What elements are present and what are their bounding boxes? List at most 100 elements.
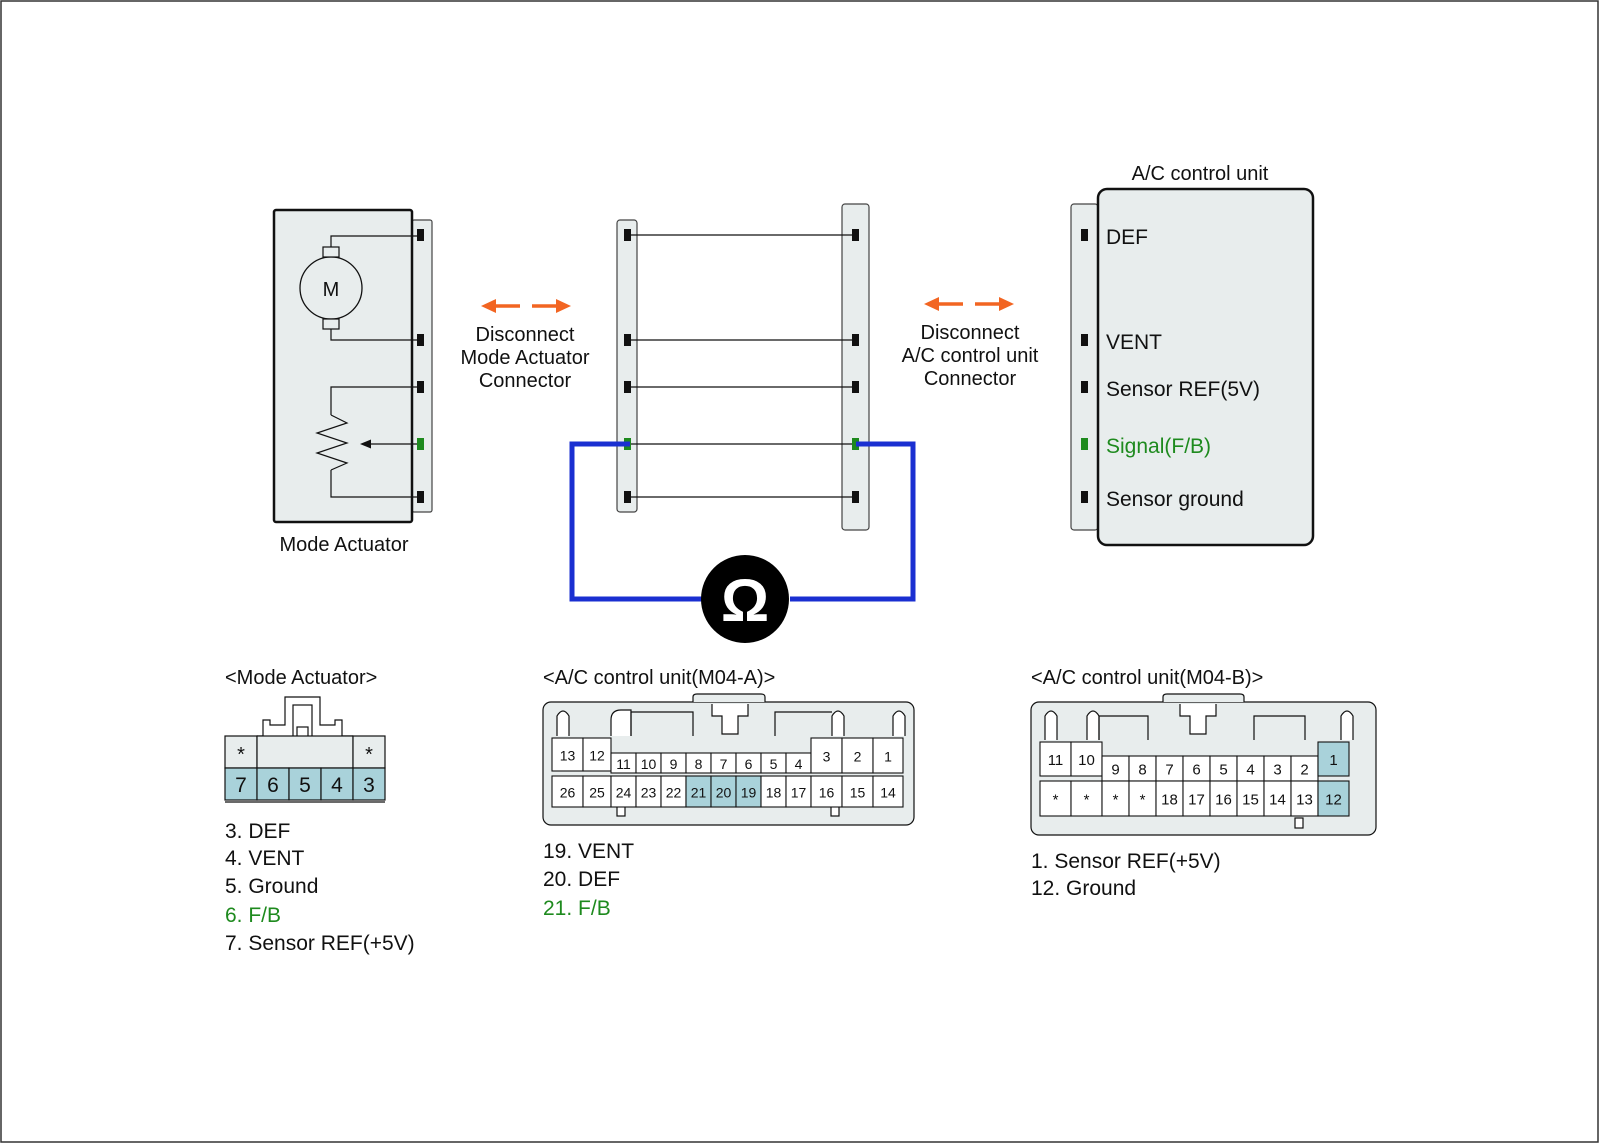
pin-cell bbox=[1182, 755, 1211, 782]
pin-cell bbox=[1236, 755, 1265, 782]
ma-legend-item: 3. DEF bbox=[225, 820, 290, 843]
pin-label: 19 bbox=[741, 785, 757, 801]
pin-cell bbox=[635, 775, 662, 808]
pin-label: 11 bbox=[616, 756, 631, 772]
ma-pin: 4 bbox=[331, 774, 343, 797]
pin-cell bbox=[872, 775, 904, 808]
mode-actuator-label: Mode Actuator bbox=[280, 534, 409, 556]
pin-cell bbox=[1155, 755, 1184, 782]
pin-label: 4 bbox=[795, 756, 803, 772]
ma-legend-item: 4. VENT bbox=[225, 847, 305, 870]
pin-cell bbox=[582, 775, 612, 808]
ac-pin-def: DEF bbox=[1106, 226, 1148, 249]
pin-label: 7 bbox=[720, 756, 728, 772]
ma-top-star-left: * bbox=[237, 744, 245, 766]
ac-pin-sensor-ref: Sensor REF(5V) bbox=[1106, 378, 1260, 401]
m04a-legend-item: 20. DEF bbox=[543, 868, 620, 891]
pin-label: 4 bbox=[1246, 762, 1254, 779]
pin-cell bbox=[1317, 780, 1350, 817]
m04b-title: <A/C control unit(M04-B)> bbox=[1031, 667, 1263, 689]
ohmmeter-icon bbox=[701, 555, 789, 643]
mode-actuator-connector-title: <Mode Actuator> bbox=[225, 667, 377, 689]
m04a-legend-item: 19. VENT bbox=[543, 840, 634, 863]
mode-actuator-connector: <Mode Actuator> * * 7 6 5 4 3 3. DEF 4. … bbox=[224, 667, 415, 955]
pin-cell bbox=[841, 775, 874, 808]
pin-cell bbox=[1128, 755, 1157, 782]
pin-cell bbox=[1209, 780, 1238, 817]
pin-label: 8 bbox=[695, 756, 703, 772]
meter-lead-right bbox=[790, 441, 916, 602]
pin-label: * bbox=[1084, 792, 1090, 809]
pin-cell bbox=[1290, 755, 1319, 782]
pin-label: 13 bbox=[560, 748, 576, 764]
pin-cell bbox=[710, 775, 737, 808]
pin-cell bbox=[660, 775, 687, 808]
disconnect-left-line2: Mode Actuator bbox=[461, 347, 590, 369]
fb-pin bbox=[417, 438, 424, 450]
ac-pin-sensor-ground: Sensor ground bbox=[1106, 488, 1244, 511]
pin-label: 6 bbox=[745, 756, 753, 772]
pin-label: * bbox=[1053, 792, 1059, 809]
pin-cell bbox=[1070, 741, 1103, 777]
pin-cell bbox=[1182, 780, 1211, 817]
pin-label: 1 bbox=[1329, 752, 1337, 769]
pin-label: 2 bbox=[854, 749, 862, 765]
pin-label: 11 bbox=[1048, 752, 1064, 769]
ma-top-star-right: * bbox=[365, 744, 373, 766]
disconnect-left-line3: Connector bbox=[479, 370, 572, 392]
ac-pin-vent: VENT bbox=[1106, 331, 1162, 354]
pin-label: 18 bbox=[1161, 792, 1178, 809]
pin-label: 13 bbox=[1296, 792, 1313, 809]
pin-label: 3 bbox=[1273, 762, 1281, 779]
pin-label: 12 bbox=[1325, 792, 1342, 809]
pin-label: 18 bbox=[766, 785, 782, 801]
ac-pin-signal-fb: Signal(F/B) bbox=[1106, 435, 1211, 458]
pin-label: 3 bbox=[823, 749, 831, 765]
pin-label: 2 bbox=[1300, 762, 1308, 779]
pin-cell bbox=[1039, 741, 1072, 777]
pin-label: 5 bbox=[770, 756, 778, 772]
pin-label: 21 bbox=[691, 785, 707, 801]
pin-label: 23 bbox=[641, 785, 657, 801]
m04a-title: <A/C control unit(M04-A)> bbox=[543, 667, 775, 689]
potentiometer-icon bbox=[315, 414, 349, 471]
ma-pin: 3 bbox=[363, 774, 375, 797]
pin-cell bbox=[1263, 755, 1292, 782]
pin-label: 10 bbox=[1078, 752, 1095, 769]
pin-label: 15 bbox=[1242, 792, 1259, 809]
pin-cell bbox=[785, 775, 812, 808]
pin-label: 9 bbox=[1111, 762, 1119, 779]
disconnect-right-line2: A/C control unit bbox=[902, 345, 1039, 367]
pin-label: 24 bbox=[616, 785, 632, 801]
ma-pin: 7 bbox=[235, 774, 247, 797]
pin-label: * bbox=[1140, 792, 1146, 809]
m04b-legend-item: 12. Ground bbox=[1031, 877, 1136, 900]
pin-label: 5 bbox=[1219, 762, 1227, 779]
ma-pin: 5 bbox=[299, 774, 311, 797]
pin-label: 17 bbox=[1188, 792, 1205, 809]
pin-cell bbox=[841, 737, 874, 774]
pin-cell bbox=[1317, 741, 1350, 777]
ma-legend-item: 5. Ground bbox=[225, 875, 318, 898]
pin-label: 7 bbox=[1165, 762, 1173, 779]
pin-label: 16 bbox=[819, 785, 835, 801]
pin-cell bbox=[582, 737, 612, 772]
pin-cell bbox=[735, 775, 762, 808]
pin-label: 17 bbox=[791, 785, 807, 801]
pin-cell bbox=[810, 775, 843, 808]
pin-cell bbox=[610, 775, 637, 808]
pin-cell bbox=[1128, 780, 1157, 817]
pin-cell bbox=[1155, 780, 1184, 817]
disconnect-right-line1: Disconnect bbox=[921, 322, 1020, 344]
ma-legend-item: 7. Sensor REF(+5V) bbox=[225, 932, 415, 955]
ac-control-unit: A/C control unit DEF VENT Sensor REF(5V)… bbox=[1070, 163, 1315, 547]
pin-cell bbox=[1070, 780, 1103, 817]
meter-lead-left bbox=[569, 441, 702, 602]
disconnect-right-line3: Connector bbox=[924, 368, 1017, 390]
motor-symbol: M bbox=[323, 279, 340, 301]
pin-label: 14 bbox=[880, 785, 896, 801]
pin-label: 22 bbox=[666, 785, 682, 801]
ma-pin: 6 bbox=[267, 774, 279, 797]
